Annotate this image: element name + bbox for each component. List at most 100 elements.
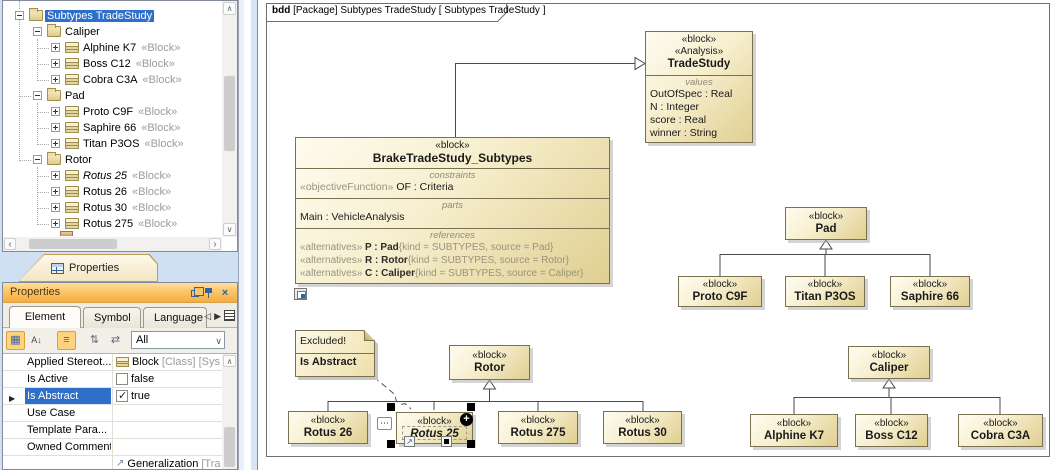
selection-handle[interactable] [387, 440, 395, 448]
grid-vertical-scrollbar[interactable]: ∧ [222, 354, 237, 469]
expand-icon[interactable] [51, 59, 60, 68]
tree-item-boss-c12[interactable]: Boss C12«Block» [3, 56, 237, 72]
checkbox-checked[interactable]: ✓ [116, 390, 128, 402]
checkbox-unchecked[interactable] [116, 373, 128, 385]
tree-item-titan-p3os[interactable]: Titan P3OS«Block» [3, 136, 237, 152]
block-titan-p3os[interactable]: «block» Titan P3OS [785, 276, 865, 307]
block-pad[interactable]: «block» Pad [785, 207, 867, 240]
expand-icon[interactable] [51, 43, 60, 52]
resize-icon[interactable] [441, 436, 452, 447]
scroll-up-button[interactable]: ∧ [223, 2, 236, 15]
collapse-icon[interactable] [33, 27, 42, 36]
block-rotus-26[interactable]: «block» Rotus 26 [288, 411, 368, 444]
tree-item-label[interactable]: Caliper [65, 26, 100, 38]
property-row-template-parameters[interactable]: Template Para... [3, 422, 222, 439]
scrollbar-thumb[interactable] [224, 427, 235, 467]
float-window-icon[interactable] [191, 287, 204, 297]
tree-item-label[interactable]: Saphire 66 [83, 122, 137, 134]
navigate-icon[interactable]: ↗ [404, 436, 415, 447]
property-value[interactable]: Generalization [127, 458, 199, 470]
block-alphine-k7[interactable]: «block» Alphine K7 [750, 414, 838, 447]
scrollbar-thumb[interactable] [29, 239, 117, 249]
block-rotus-30[interactable]: «block» Rotus 30 [603, 411, 682, 444]
expand-icon[interactable] [51, 203, 60, 212]
tree-item-subtypes-tradestudy[interactable]: Subtypes TradeStudy [3, 8, 237, 24]
expand-icon[interactable] [51, 139, 60, 148]
expand-icon[interactable] [51, 187, 60, 196]
tree-item-proto-c9f[interactable]: Proto C9F«Block» [3, 104, 237, 120]
block-caliper[interactable]: «block» Caliper [848, 346, 930, 379]
block-rotor[interactable]: «block» Rotor [449, 345, 530, 380]
hyperlink-indicator-icon[interactable] [294, 288, 307, 300]
properties-dock-tab[interactable]: Properties [18, 254, 158, 282]
tree-horizontal-scrollbar[interactable]: ‹ › [3, 237, 222, 251]
tab-scroll-right-icon[interactable]: ▶ [214, 311, 221, 321]
block-tradestudy[interactable]: «block» «Analysis» TradeStudy values Out… [645, 31, 753, 143]
collapse-nodes-button[interactable]: ⇄ [110, 334, 121, 346]
expand-icon[interactable] [51, 123, 60, 132]
tree-item-label[interactable]: Rotor [65, 154, 92, 166]
block-braketradestudy-subtypes[interactable]: «block» BrakeTradeStudy_Subtypes constra… [295, 137, 610, 284]
tree-item-label[interactable]: Cobra C3A [83, 74, 138, 86]
tree-item-rotus-26[interactable]: Rotus 26«Block» [3, 184, 237, 200]
property-row-generalization[interactable]: ↗Generalization[Tra [3, 456, 222, 470]
show-description-button[interactable]: ≡ [57, 331, 76, 350]
tree-item-label[interactable]: Rotus 30 [83, 202, 128, 214]
tree-item-label[interactable]: Rotus 26 [83, 186, 128, 198]
panel-splitter[interactable] [238, 0, 258, 470]
tree-item-pad[interactable]: Pad [3, 88, 237, 104]
pin-icon[interactable] [203, 287, 215, 299]
note-excluded[interactable]: Excluded! Is Abstract [295, 330, 375, 377]
tree-item-rotus-275[interactable]: Rotus 275«Block» [3, 216, 237, 232]
property-filter-combobox[interactable]: All ∨ [131, 331, 225, 349]
tree-item-alphine-k7[interactable]: Alphine K7«Block» [3, 40, 237, 56]
tree-item-saphire-66[interactable]: Saphire 66«Block» [3, 120, 237, 136]
collapse-icon[interactable] [33, 91, 42, 100]
sort-alphabetically-button[interactable]: A↓ [31, 335, 42, 345]
property-row-is-abstract[interactable]: ▶ Is Abstract ✓true [3, 388, 222, 405]
tab-symbol[interactable]: Symbol [83, 307, 141, 328]
selection-handle[interactable] [467, 403, 475, 411]
tab-language[interactable]: Language [143, 307, 207, 328]
compartments-button[interactable]: ⋯ [377, 417, 392, 430]
selection-handle[interactable] [387, 403, 395, 411]
scroll-left-button[interactable]: ‹ [4, 238, 16, 250]
property-row-owned-comment[interactable]: Owned Comment [3, 439, 222, 456]
tree-item-rotus-30[interactable]: Rotus 30«Block» [3, 200, 237, 216]
scroll-up-button[interactable]: ∧ [223, 355, 236, 367]
tree-item-label[interactable]: Subtypes TradeStudy [45, 10, 155, 22]
block-cobra-c3a[interactable]: «block» Cobra C3A [958, 414, 1043, 447]
collapse-icon[interactable] [33, 155, 42, 164]
expand-icon[interactable] [51, 107, 60, 116]
close-icon[interactable]: × [221, 287, 229, 299]
property-row-use-case[interactable]: Use Case [3, 405, 222, 422]
categorized-view-button[interactable]: ▦ [6, 331, 25, 350]
tree-item-cobra-c3a[interactable]: Cobra C3A«Block» [3, 72, 237, 88]
smart-manipulator-add-icon[interactable]: + [460, 413, 473, 426]
diagram-canvas[interactable]: bdd [Package] Subtypes TradeStudy [ Subt… [258, 0, 1062, 470]
block-proto-c9f[interactable]: «block» Proto C9F [678, 276, 762, 307]
tree-item-label[interactable]: Pad [65, 90, 85, 102]
tree-vertical-scrollbar[interactable]: ∧ ∨ [222, 1, 237, 237]
property-value[interactable]: true [131, 390, 150, 402]
expand-nodes-button[interactable]: ⇅ [89, 334, 100, 346]
scrollbar-thumb[interactable] [224, 76, 235, 151]
selection-handle[interactable] [467, 440, 475, 448]
expand-icon[interactable] [51, 171, 60, 180]
expand-icon[interactable] [51, 219, 60, 228]
scroll-down-button[interactable]: ∨ [223, 223, 236, 236]
tree-item-rotor[interactable]: Rotor [3, 152, 237, 168]
block-boss-c12[interactable]: «block» Boss C12 [855, 414, 928, 447]
tree-item-label[interactable]: Boss C12 [83, 58, 131, 70]
tree-item-label[interactable]: Rotus 25 [83, 170, 128, 182]
tree-item-label[interactable]: Alphine K7 [83, 42, 137, 54]
tree-item-label[interactable]: Rotus 275 [83, 218, 134, 230]
tab-scroll-left-icon[interactable]: ◁ [204, 311, 211, 321]
tab-element[interactable]: Element [9, 306, 81, 328]
property-row-applied-stereotype[interactable]: Applied Stereot... Block[Class] [Sys [3, 354, 222, 371]
property-row-is-active[interactable]: Is Active false [3, 371, 222, 388]
tree-item-label[interactable]: Titan P3OS [83, 138, 140, 150]
block-rotus-275[interactable]: «block» Rotus 275 [498, 411, 578, 444]
scroll-right-button[interactable]: › [209, 238, 221, 250]
property-value[interactable]: false [131, 373, 155, 385]
